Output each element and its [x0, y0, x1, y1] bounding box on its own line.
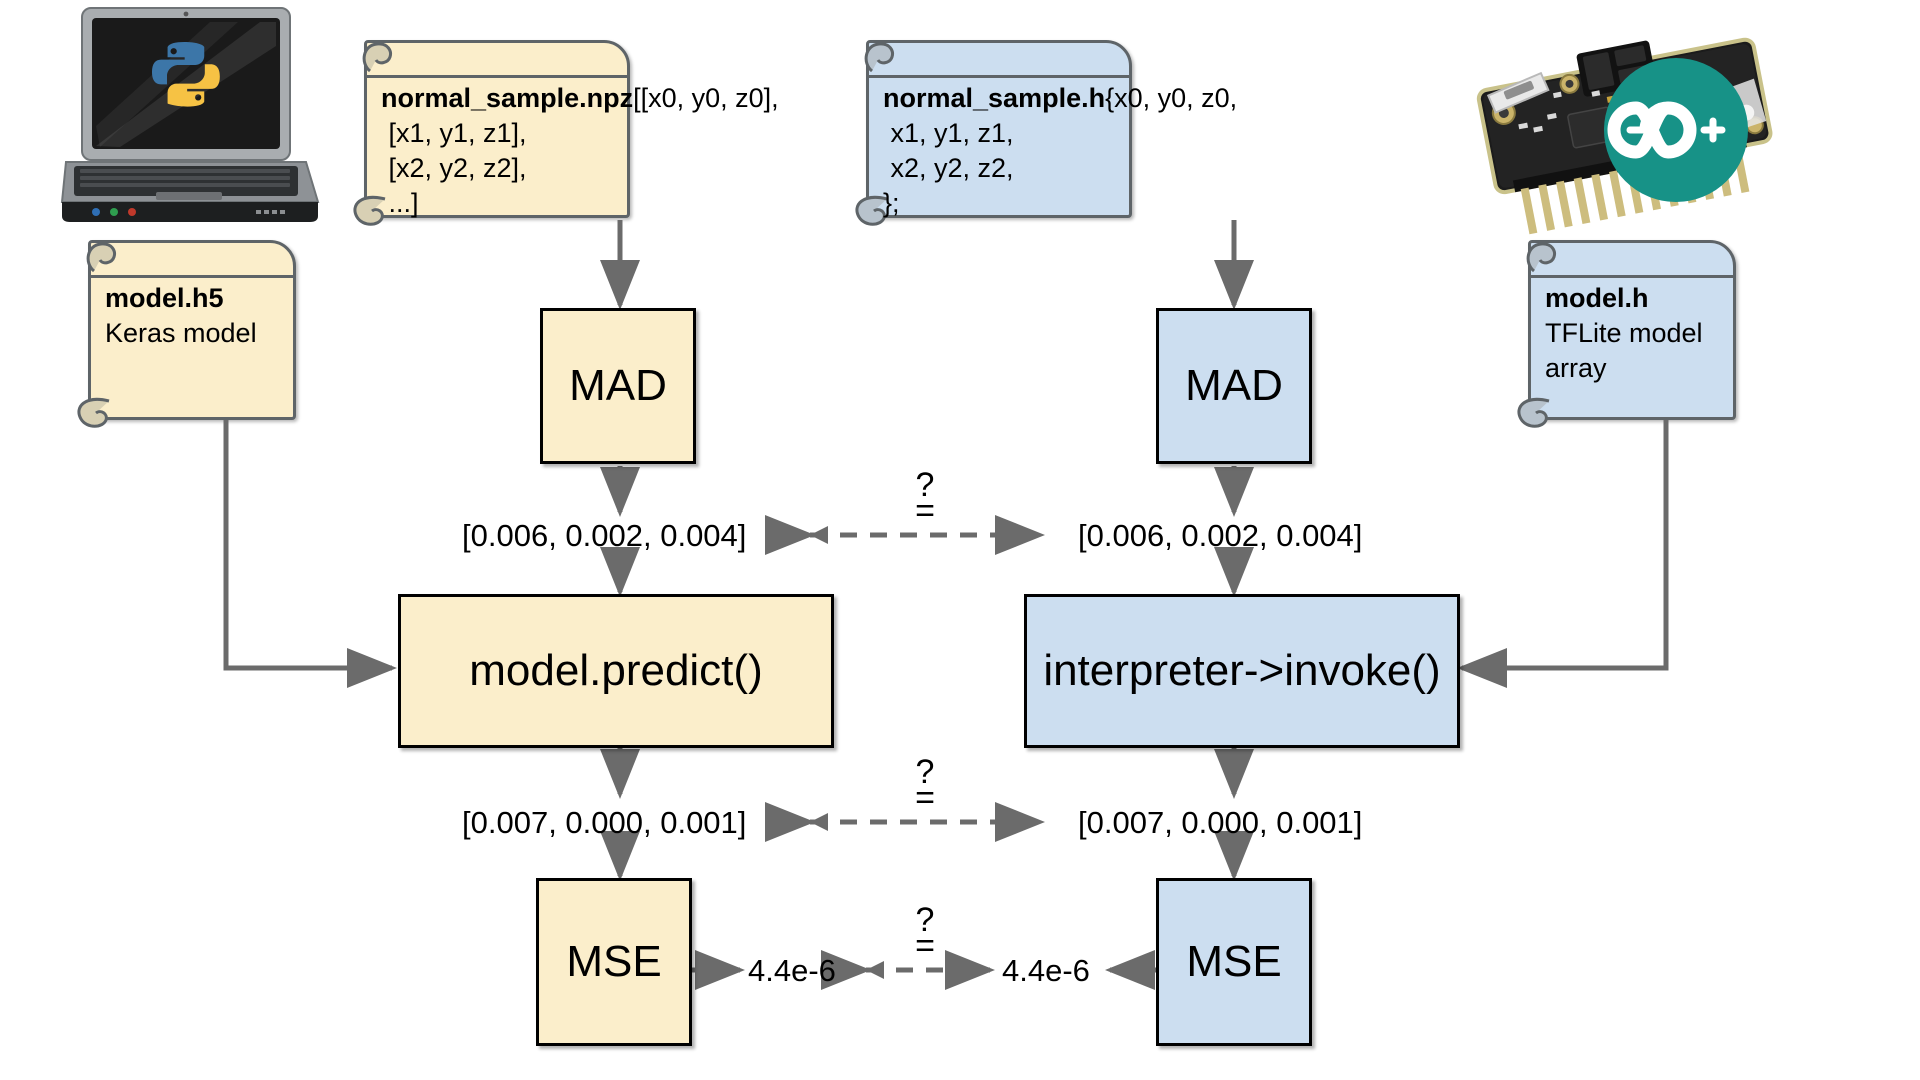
equals-sign: =: [915, 492, 935, 530]
compare-arrowhead-mse-left: [866, 961, 884, 979]
note-curl-bottom-left-icon: [77, 398, 110, 428]
note-divider: [869, 75, 1129, 78]
box-mad-left[interactable]: MAD: [540, 308, 696, 464]
note-title: normal_sample.h: [883, 83, 1106, 113]
question-mark: ?: [915, 753, 935, 791]
comparison-marker-mad: ? =: [895, 468, 955, 528]
note-divider: [1531, 275, 1733, 278]
note-curl-bottom-left-icon: [855, 196, 888, 226]
note-title: normal_sample.npz: [381, 83, 634, 113]
laptop-python-icon: [60, 7, 320, 222]
note-curl-top-left-icon: [864, 42, 894, 73]
box-mad-right[interactable]: MAD: [1156, 308, 1312, 464]
compare-arrowhead-mad-left: [810, 526, 828, 544]
note-lines: TFLite model array: [1545, 318, 1703, 383]
box-model-predict[interactable]: model.predict(): [398, 594, 834, 748]
note-divider: [367, 75, 627, 78]
note-normal-sample-h: normal_sample.h{x0, y0, z0, x1, y1, z1, …: [855, 40, 1237, 226]
note-curl-top-left-icon: [1526, 242, 1556, 273]
note-content: model.h5 Keras model: [105, 281, 283, 411]
equals-sign: =: [915, 779, 935, 817]
note-lines: [[x0, y0, z0], [x1, y1, z1], [x2, y2, z2…: [388, 83, 779, 218]
arrow-modelh-to-invoke: [1457, 420, 1669, 688]
comparison-marker-model: ? =: [895, 755, 955, 815]
note-title: model.h5: [105, 283, 224, 313]
note-title: model.h: [1545, 283, 1649, 313]
note-content: model.h TFLite model array: [1545, 281, 1723, 411]
value-model-output-left: [0.007, 0.000, 0.001]: [462, 805, 747, 840]
question-mark: ?: [915, 466, 935, 504]
note-curl-bottom-left-icon: [353, 196, 386, 226]
arrow-modelh5-to-predict: [223, 420, 397, 688]
equals-sign: =: [915, 927, 935, 965]
value-mad-output-left: [0.006, 0.002, 0.004]: [462, 518, 747, 553]
value-mse-left: 4.4e-6: [748, 953, 836, 988]
note-curl-bottom-left-icon: [1517, 398, 1550, 428]
arduino-board-icon: [1476, 37, 1773, 235]
note-model-h5: model.h5 Keras model: [77, 240, 296, 428]
note-curl-top-left-icon: [362, 42, 392, 73]
note-lines: Keras model: [105, 318, 257, 348]
arduino-logo-icon: [1604, 58, 1748, 202]
note-content: normal_sample.h{x0, y0, z0, x1, y1, z1, …: [883, 81, 1237, 218]
value-mad-output-right: [0.006, 0.002, 0.004]: [1078, 518, 1363, 553]
note-lines: {x0, y0, z0, x1, y1, z1, x2, y2, z2, };: [883, 83, 1238, 218]
note-curl-top-left-icon: [86, 242, 116, 273]
value-mse-right: 4.4e-6: [1002, 953, 1090, 988]
box-mse-left[interactable]: MSE: [536, 878, 692, 1046]
value-model-output-right: [0.007, 0.000, 0.001]: [1078, 805, 1363, 840]
compare-arrowhead-model-left: [810, 813, 828, 831]
note-divider: [91, 275, 293, 278]
box-interpreter-invoke[interactable]: interpreter->invoke(): [1024, 594, 1460, 748]
note-normal-sample-npz: normal_sample.npz[[x0, y0, z0], [x1, y1,…: [353, 40, 779, 226]
question-mark: ?: [915, 901, 935, 939]
note-model-h: model.h TFLite model array: [1517, 240, 1736, 428]
box-mse-right[interactable]: MSE: [1156, 878, 1312, 1046]
comparison-marker-mse: ? =: [895, 903, 955, 963]
note-content: normal_sample.npz[[x0, y0, z0], [x1, y1,…: [381, 81, 779, 218]
